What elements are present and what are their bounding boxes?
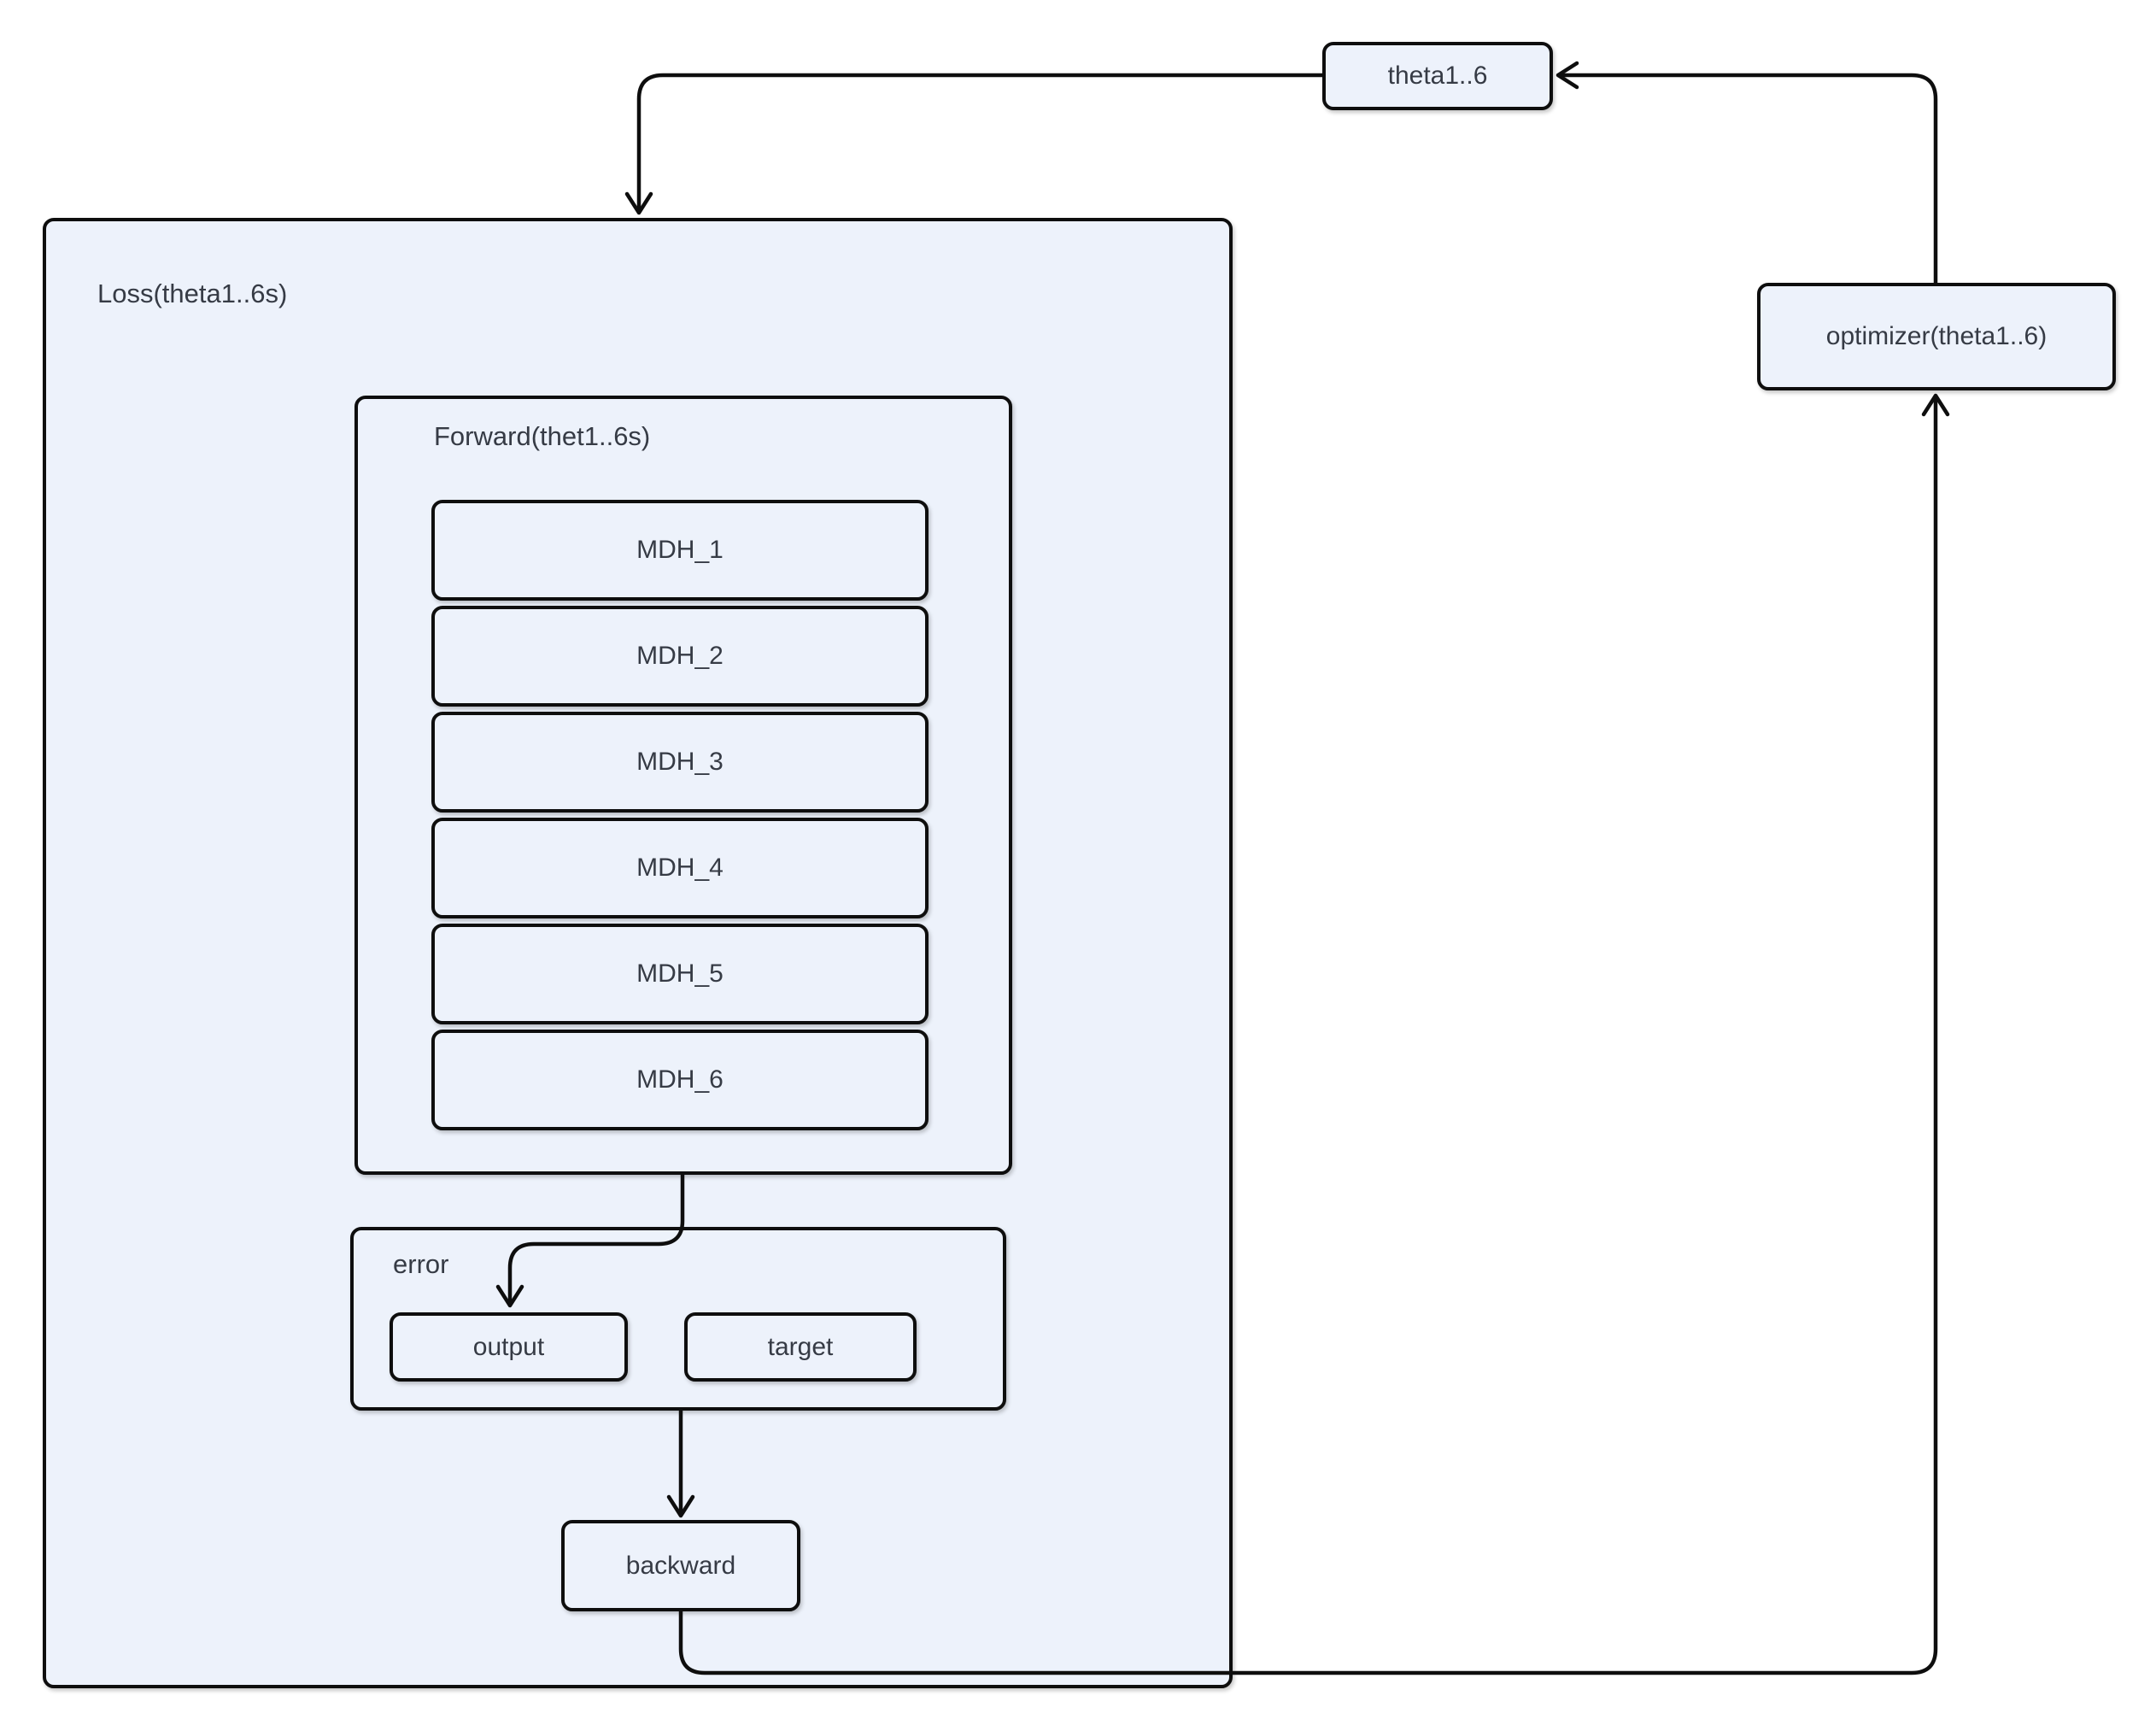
- node-mdh-3-label: MDH_3: [636, 748, 724, 776]
- node-mdh-3: MDH_3: [431, 712, 929, 813]
- node-backward: backward: [561, 1520, 800, 1611]
- node-mdh-2: MDH_2: [431, 606, 929, 707]
- node-mdh-1: MDH_1: [431, 500, 929, 601]
- node-target: target: [684, 1312, 917, 1382]
- node-mdh-6-label: MDH_6: [636, 1065, 724, 1094]
- node-theta-label: theta1..6: [1387, 62, 1488, 90]
- node-mdh-2-label: MDH_2: [636, 642, 724, 670]
- node-theta: theta1..6: [1322, 42, 1553, 110]
- node-mdh-5-label: MDH_5: [636, 959, 724, 988]
- container-error-label: error: [393, 1249, 449, 1279]
- node-mdh-4-label: MDH_4: [636, 854, 724, 882]
- container-forward-label: Forward(thet1..6s): [434, 421, 651, 451]
- edge-theta-to-loss: [624, 73, 1322, 215]
- node-output-label: output: [472, 1332, 545, 1361]
- node-output: output: [390, 1312, 628, 1382]
- node-target-label: target: [767, 1332, 834, 1361]
- node-mdh-4: MDH_4: [431, 818, 929, 918]
- node-mdh-6: MDH_6: [431, 1030, 929, 1130]
- node-optimizer-label: optimizer(theta1..6): [1825, 322, 2048, 350]
- container-loss-label: Loss(theta1..6s): [97, 279, 288, 308]
- node-backward-label: backward: [625, 1551, 736, 1580]
- edge-optimizer-to-theta: [1555, 61, 1938, 283]
- node-optimizer: optimizer(theta1..6): [1757, 283, 2116, 390]
- node-mdh-1-label: MDH_1: [636, 536, 724, 564]
- node-mdh-5: MDH_5: [431, 924, 929, 1024]
